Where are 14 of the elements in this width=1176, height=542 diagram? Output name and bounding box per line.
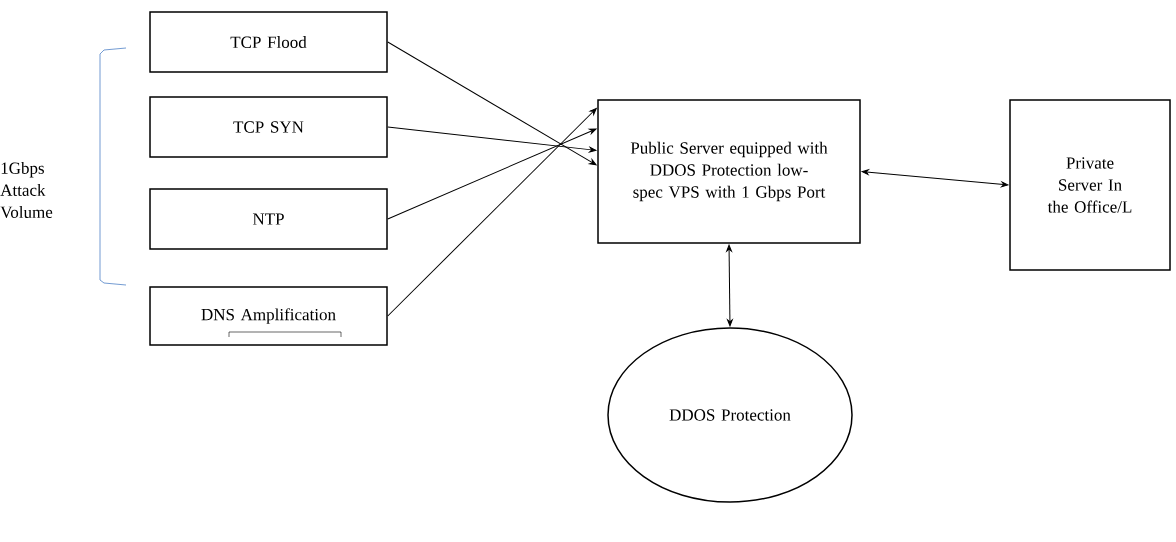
process-box: TCP Flood	[149, 11, 388, 73]
process-box: TCP SYN	[149, 96, 388, 158]
process-box: NTP	[149, 188, 388, 250]
ellipse-node: DDOS Protection	[607, 327, 853, 503]
arrow	[387, 128, 597, 220]
process-box: DNS Amplification	[149, 286, 388, 346]
arrow	[387, 126, 597, 153]
arrow	[726, 244, 733, 327]
process-box: Public Server equipped with DDOS Protection low-spec VPS with 1 Gbps Port	[597, 99, 861, 244]
side-label: 1Gbps Attack Volume	[0, 162, 53, 219]
arrow	[861, 169, 1009, 188]
arrow	[387, 108, 597, 317]
arrow	[387, 41, 597, 166]
process-box: Private Server In the Office/L	[1009, 99, 1171, 271]
